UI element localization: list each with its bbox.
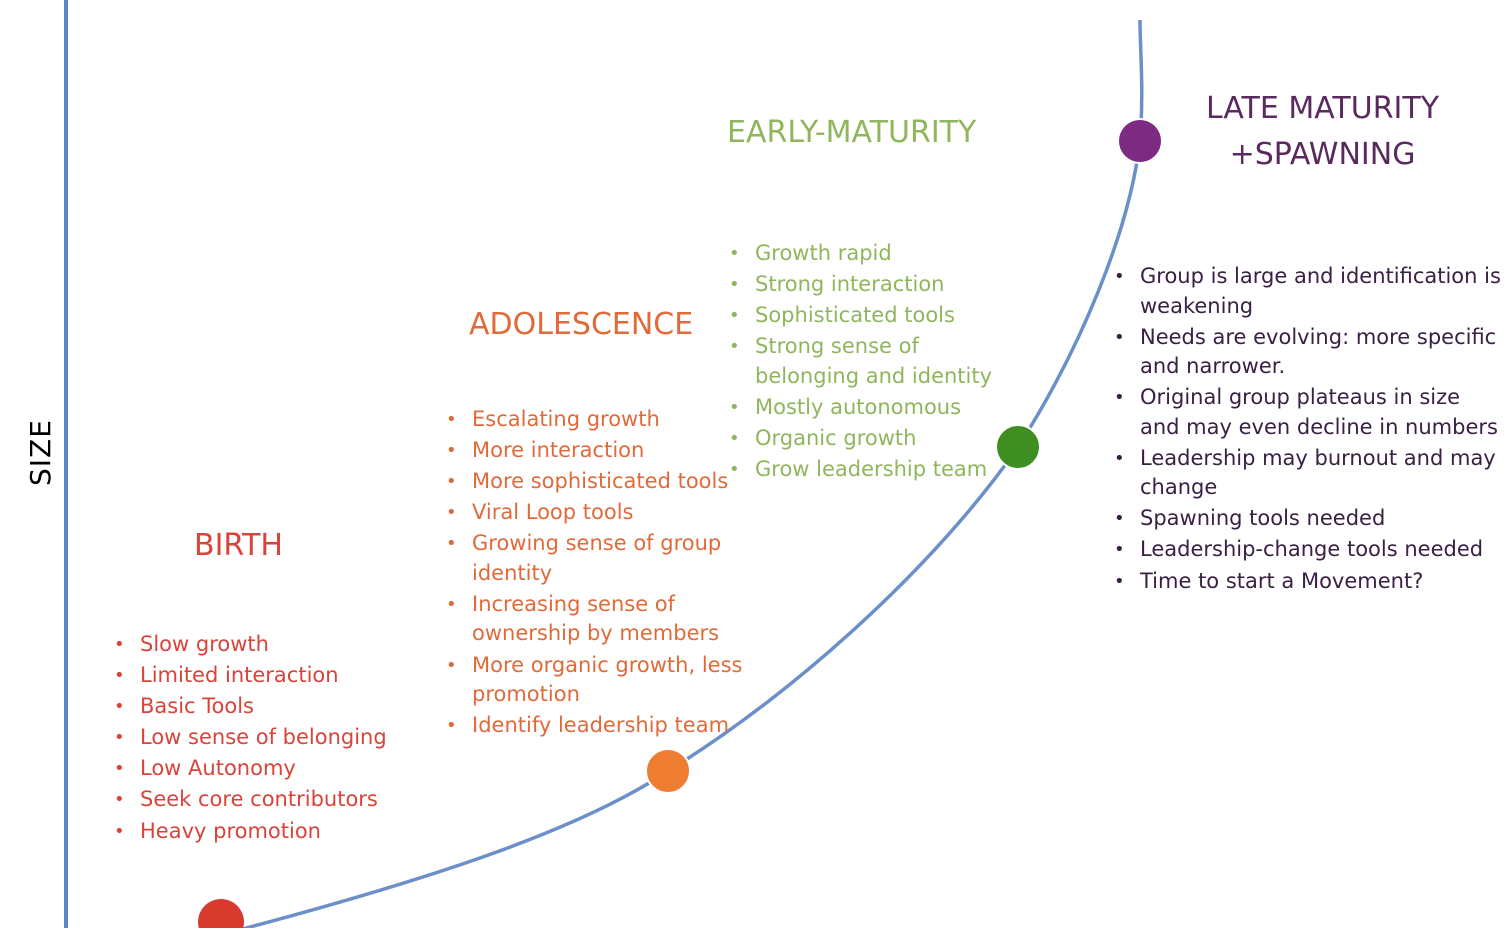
birth-bullet: Heavy promotion — [112, 817, 402, 847]
late-maturity-bullet: Group is large and identification is wea… — [1112, 262, 1504, 321]
early-maturity-bullet: Strong sense of belonging and identity — [727, 332, 997, 391]
birth-bullet: Limited interaction — [112, 661, 402, 691]
early-maturity-title: EARLY-MATURITY — [727, 115, 977, 150]
late-maturity-title-line-1: LATE MATURITY — [1205, 91, 1440, 126]
late-maturity-title-line-2: +SPAWNING — [1229, 137, 1416, 172]
birth-bullet: Low sense of belonging — [112, 723, 402, 753]
adolescence-bullet: Identify leadership team — [444, 711, 784, 741]
birth-stage-marker — [198, 899, 244, 928]
birth-bullet: Seek core contributors — [112, 785, 402, 815]
early-maturity-bullet: Strong interaction — [727, 270, 997, 300]
late-maturity-bullet-list: Group is large and identification is wea… — [1112, 262, 1504, 598]
early-maturity-bullet: Grow leadership team — [727, 455, 997, 485]
early-maturity-stage-marker — [995, 424, 1041, 470]
adolescence-bullet: More sophisticated tools — [444, 467, 784, 497]
adolescence-title: ADOLESCENCE — [469, 307, 694, 342]
late-maturity-bullet: Leadership may burnout and may change — [1112, 444, 1504, 503]
adolescence-stage-marker — [645, 748, 691, 794]
early-maturity-bullet: Organic growth — [727, 424, 997, 454]
early-maturity-bullet: Sophisticated tools — [727, 301, 997, 331]
adolescence-bullet: More organic growth, less promotion — [444, 651, 784, 710]
birth-bullet: Low Autonomy — [112, 754, 402, 784]
late-maturity-stage-marker — [1117, 118, 1163, 164]
early-maturity-bullet: Growth rapid — [727, 239, 997, 269]
late-maturity-bullet: Spawning tools needed — [1112, 504, 1504, 534]
late-maturity-bullet: Original group plateaus in size and may … — [1112, 383, 1504, 442]
late-maturity-bullet: Leadership-change tools needed — [1112, 535, 1504, 565]
late-maturity-bullet: Time to start a Movement? — [1112, 567, 1504, 597]
adolescence-bullet: More interaction — [444, 436, 784, 466]
birth-bullet: Basic Tools — [112, 692, 402, 722]
adolescence-bullet: Viral Loop tools — [444, 498, 784, 528]
birth-title: BIRTH — [194, 528, 283, 563]
birth-bullet: Slow growth — [112, 630, 402, 660]
adolescence-bullet: Increasing sense of ownership by members — [444, 590, 784, 649]
adolescence-bullet: Escalating growth — [444, 405, 784, 435]
adolescence-bullet-list: Escalating growth More interaction More … — [444, 405, 784, 742]
late-maturity-title: LATE MATURITY +SPAWNING — [1190, 86, 1455, 178]
late-maturity-bullet: Needs are evolving: more specific and na… — [1112, 323, 1504, 382]
early-maturity-bullet-list: Growth rapid Strong interaction Sophisti… — [727, 239, 997, 486]
y-axis-label: SIZE — [24, 419, 57, 486]
early-maturity-bullet: Mostly autonomous — [727, 393, 997, 423]
birth-bullet-list: Slow growth Limited interaction Basic To… — [112, 630, 402, 848]
adolescence-bullet: Growing sense of group identity — [444, 529, 784, 588]
